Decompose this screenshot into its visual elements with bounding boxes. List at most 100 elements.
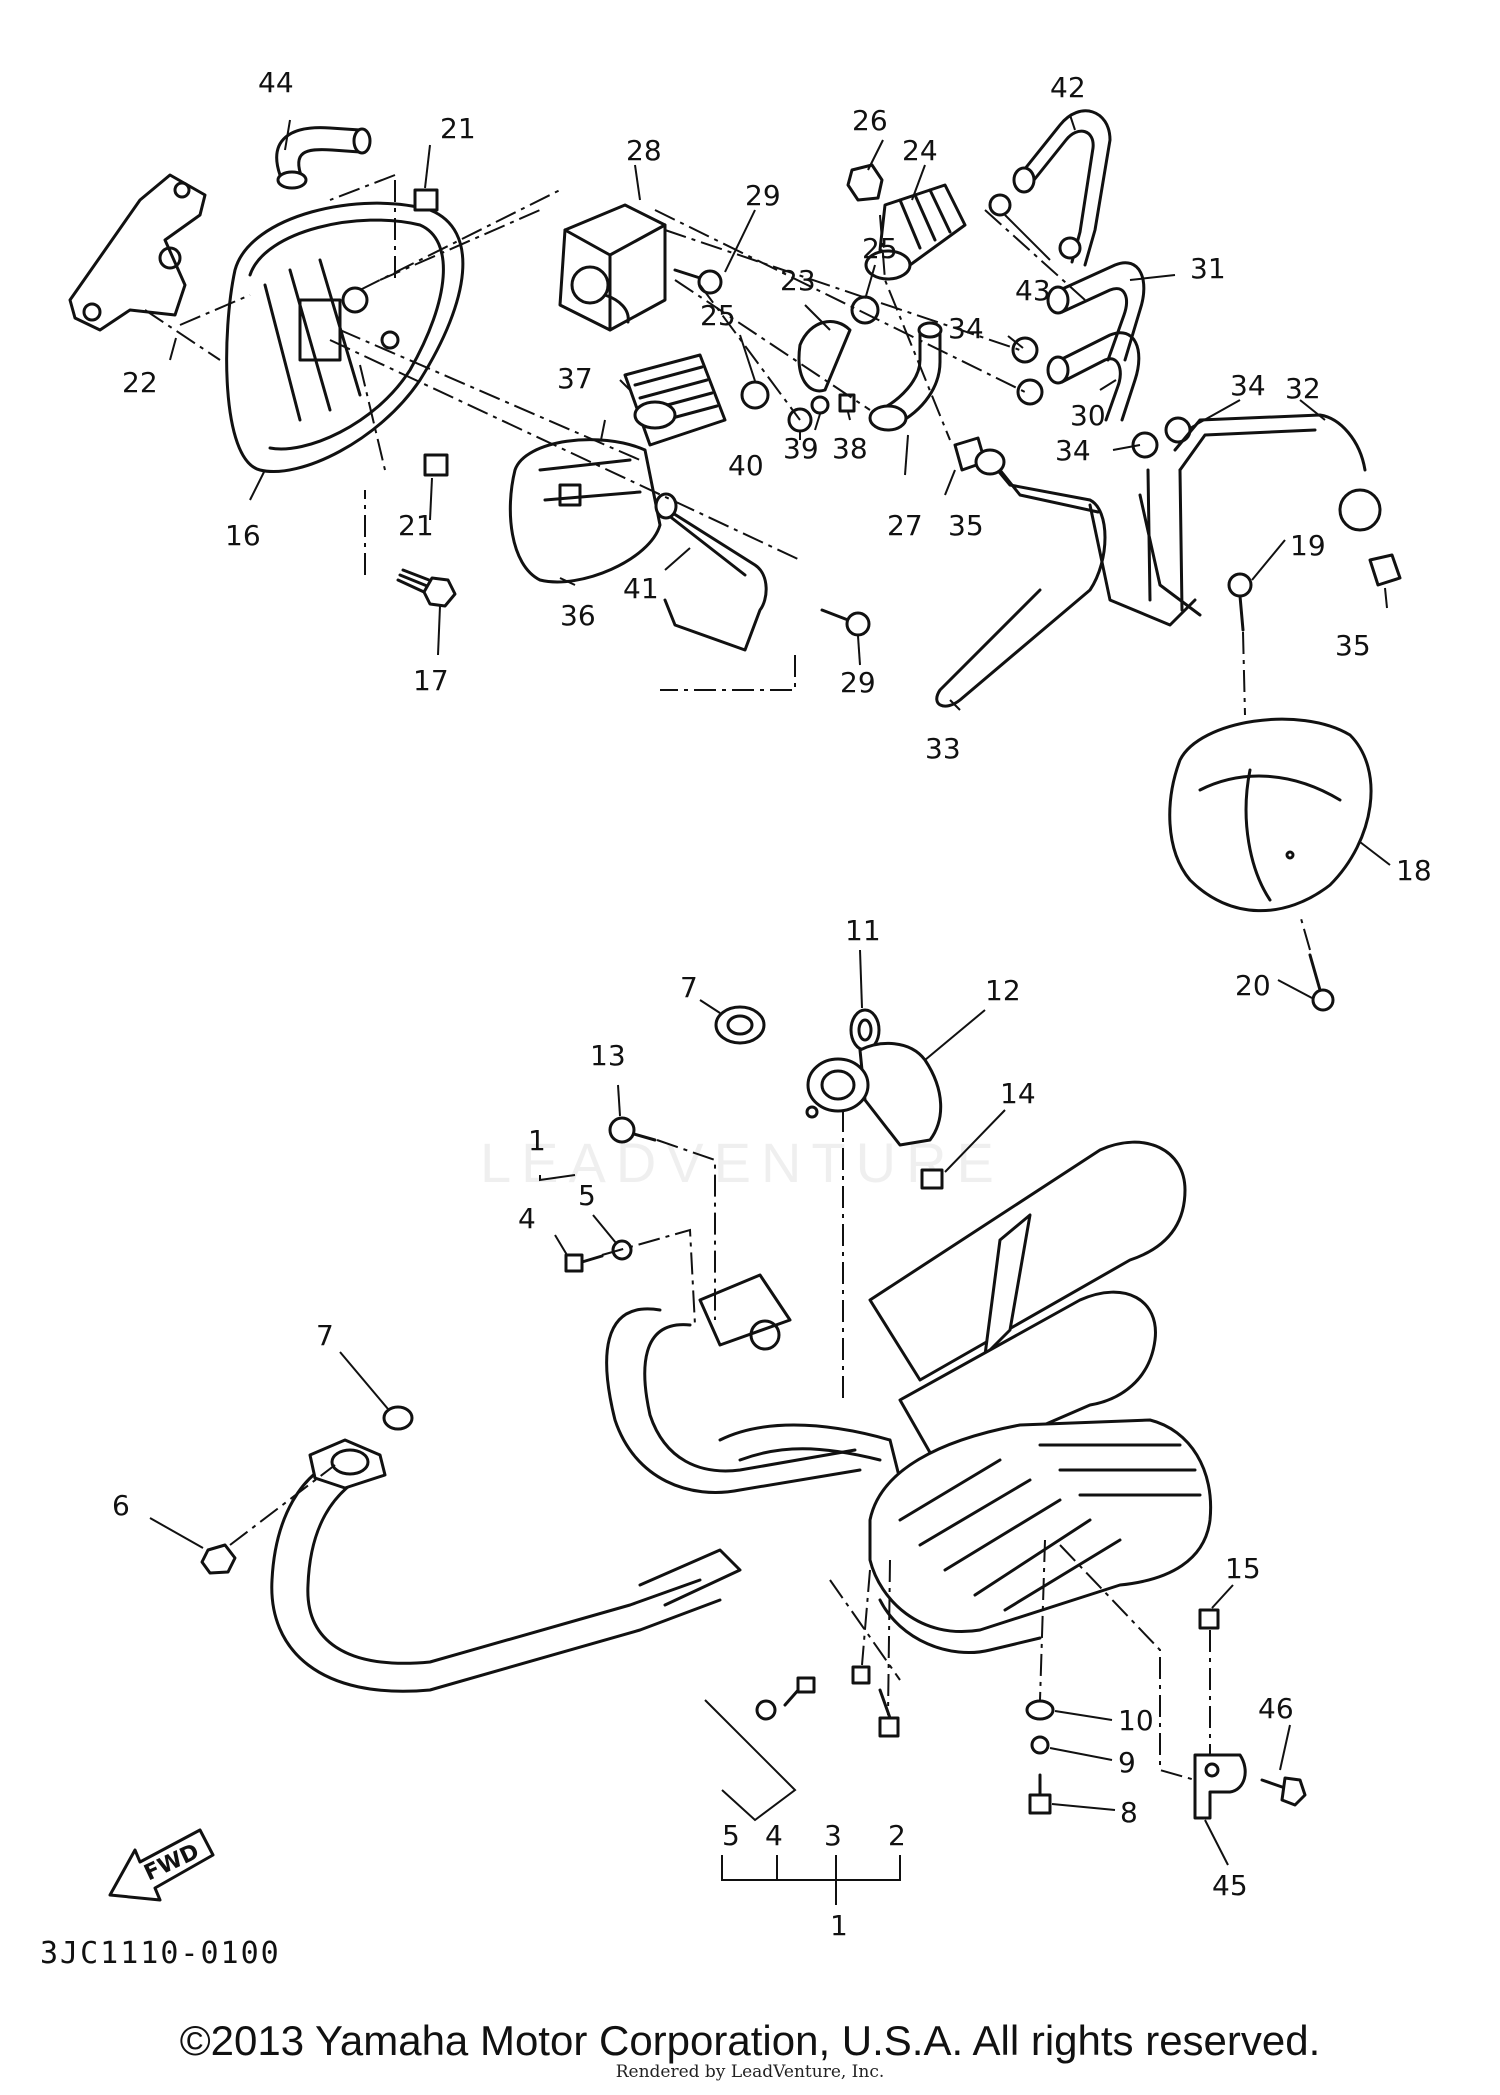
bottom-assembly-lines xyxy=(229,1110,1211,1781)
callout-35-right: 35 xyxy=(1335,629,1371,662)
diagram-code: 3JC1110-0100 xyxy=(40,1936,281,1971)
part-10-washer xyxy=(1025,1699,1055,1721)
part-15-nut xyxy=(1198,1608,1220,1630)
copyright-notice: ©2013 Yamaha Motor Corporation, U.S.A. A… xyxy=(179,2017,1321,2064)
part-34-clamp-c xyxy=(1131,431,1159,459)
callout-12: 12 xyxy=(985,974,1021,1007)
part-28-valve-housing xyxy=(558,203,667,332)
callout-37: 37 xyxy=(557,362,593,395)
callout-8: 8 xyxy=(1120,1796,1138,1829)
callout-26: 26 xyxy=(852,104,888,137)
callout-29-lower: 29 xyxy=(840,666,876,699)
callout-15: 15 xyxy=(1225,1552,1261,1585)
part-7-gasket-upper xyxy=(714,1005,766,1045)
part-32-pipe xyxy=(1146,413,1382,612)
callout-18: 18 xyxy=(1396,854,1432,887)
part-muffler-lower xyxy=(898,1290,1157,1472)
part-37-air-filter-element xyxy=(623,353,727,447)
callout-30: 30 xyxy=(1070,399,1106,432)
part-36-air-cleaner-cover xyxy=(508,438,662,584)
callout-29-top: 29 xyxy=(745,179,781,212)
part-13-bolt xyxy=(608,1116,657,1144)
callout-5-lower: 5 xyxy=(722,1819,740,1852)
part-24-air-cut-valve xyxy=(864,183,967,281)
part-45-bracket xyxy=(1193,1753,1247,1820)
part-20-screw xyxy=(1308,953,1335,1012)
part-16-air-cleaner-case xyxy=(225,201,465,473)
callout-34-a: 34 xyxy=(948,312,984,345)
part-23-joint xyxy=(797,320,852,393)
callout-25-top: 25 xyxy=(862,232,898,265)
callout-45: 45 xyxy=(1212,1869,1248,1902)
callout-33: 33 xyxy=(925,732,961,765)
part-44-elbow-hose xyxy=(275,126,372,190)
callout-31: 31 xyxy=(1190,252,1226,285)
part-27-elbow-joint xyxy=(868,321,943,432)
callout-13: 13 xyxy=(590,1039,626,1072)
callout-28: 28 xyxy=(626,134,662,167)
part-17-bolt xyxy=(396,568,457,608)
callout-35-left: 35 xyxy=(948,509,984,542)
callout-34-c: 34 xyxy=(1055,434,1091,467)
callout-32: 32 xyxy=(1285,372,1321,405)
part-33-pipe-assembly xyxy=(935,448,1202,708)
part-7-gasket-lower xyxy=(382,1405,414,1431)
part-14-nut xyxy=(920,1168,944,1190)
part-46-bolt xyxy=(1260,1776,1307,1807)
part-25-o-ring-lower xyxy=(740,380,770,410)
top-callout-leaders xyxy=(169,114,1391,999)
part-muffler-upper xyxy=(868,1140,1187,1382)
callout-10: 10 xyxy=(1118,1704,1154,1737)
part-39-nut xyxy=(810,395,830,415)
callout-34-b: 34 xyxy=(1230,369,1266,402)
callout-4-upper: 4 xyxy=(518,1202,536,1235)
part-8-bolt xyxy=(1028,1773,1052,1815)
part-30-hose xyxy=(1046,331,1141,422)
callout-3: 3 xyxy=(824,1819,842,1852)
callout-24: 24 xyxy=(902,134,938,167)
part-29-screw-upper xyxy=(673,268,723,295)
callout-40: 40 xyxy=(728,449,764,482)
callout-43: 43 xyxy=(1015,274,1051,307)
callout-20: 20 xyxy=(1235,969,1271,1002)
callout-6: 6 xyxy=(112,1489,130,1522)
part-4-bolt-upper xyxy=(564,1253,604,1273)
part-18-side-cover xyxy=(1168,717,1373,913)
callout-1-lower: 1 xyxy=(830,1909,848,1942)
part-31-hose xyxy=(1046,261,1146,362)
part-12-exhaust-joint xyxy=(805,1041,943,1147)
callout-17: 17 xyxy=(413,664,449,697)
callout-labels: 44 21 28 29 26 24 42 25 43 31 23 34 22 3… xyxy=(112,66,1432,1942)
part-29-screw-lower xyxy=(820,608,871,637)
callout-27: 27 xyxy=(887,509,923,542)
callout-5-upper: 5 xyxy=(578,1179,596,1212)
callout-21-top: 21 xyxy=(440,112,476,145)
bottom-callout-leaders xyxy=(149,949,1291,1905)
part-35-cap-right xyxy=(1368,553,1402,587)
part-6-nut xyxy=(200,1543,237,1575)
callout-2: 2 xyxy=(888,1819,906,1852)
part-38-nut xyxy=(838,393,856,413)
callout-22: 22 xyxy=(122,366,158,399)
rendered-by-notice: Rendered by LeadVenture, Inc. xyxy=(615,2062,885,2082)
part-19-screw xyxy=(1227,572,1253,632)
callout-14: 14 xyxy=(1000,1077,1036,1110)
part-43-clip-lower xyxy=(1058,236,1082,260)
part-5-nut-lower xyxy=(755,1699,777,1721)
callout-7-lower: 7 xyxy=(316,1319,334,1352)
part-3-nut xyxy=(851,1665,871,1685)
part-21-clip-upper xyxy=(413,188,439,212)
callout-4-lower: 4 xyxy=(765,1819,783,1852)
part-22-bracket xyxy=(68,173,207,332)
part-4-bolt-lower xyxy=(783,1676,816,1707)
callout-44: 44 xyxy=(258,66,294,99)
callout-36: 36 xyxy=(560,599,596,632)
callout-25-lower: 25 xyxy=(700,299,736,332)
part-43-clip-upper xyxy=(988,193,1012,217)
callout-38: 38 xyxy=(832,432,868,465)
top-assembly-lines xyxy=(144,174,1311,951)
callout-23: 23 xyxy=(780,264,816,297)
callout-41: 41 xyxy=(623,572,659,605)
part-muffler-body xyxy=(868,1418,1213,1655)
